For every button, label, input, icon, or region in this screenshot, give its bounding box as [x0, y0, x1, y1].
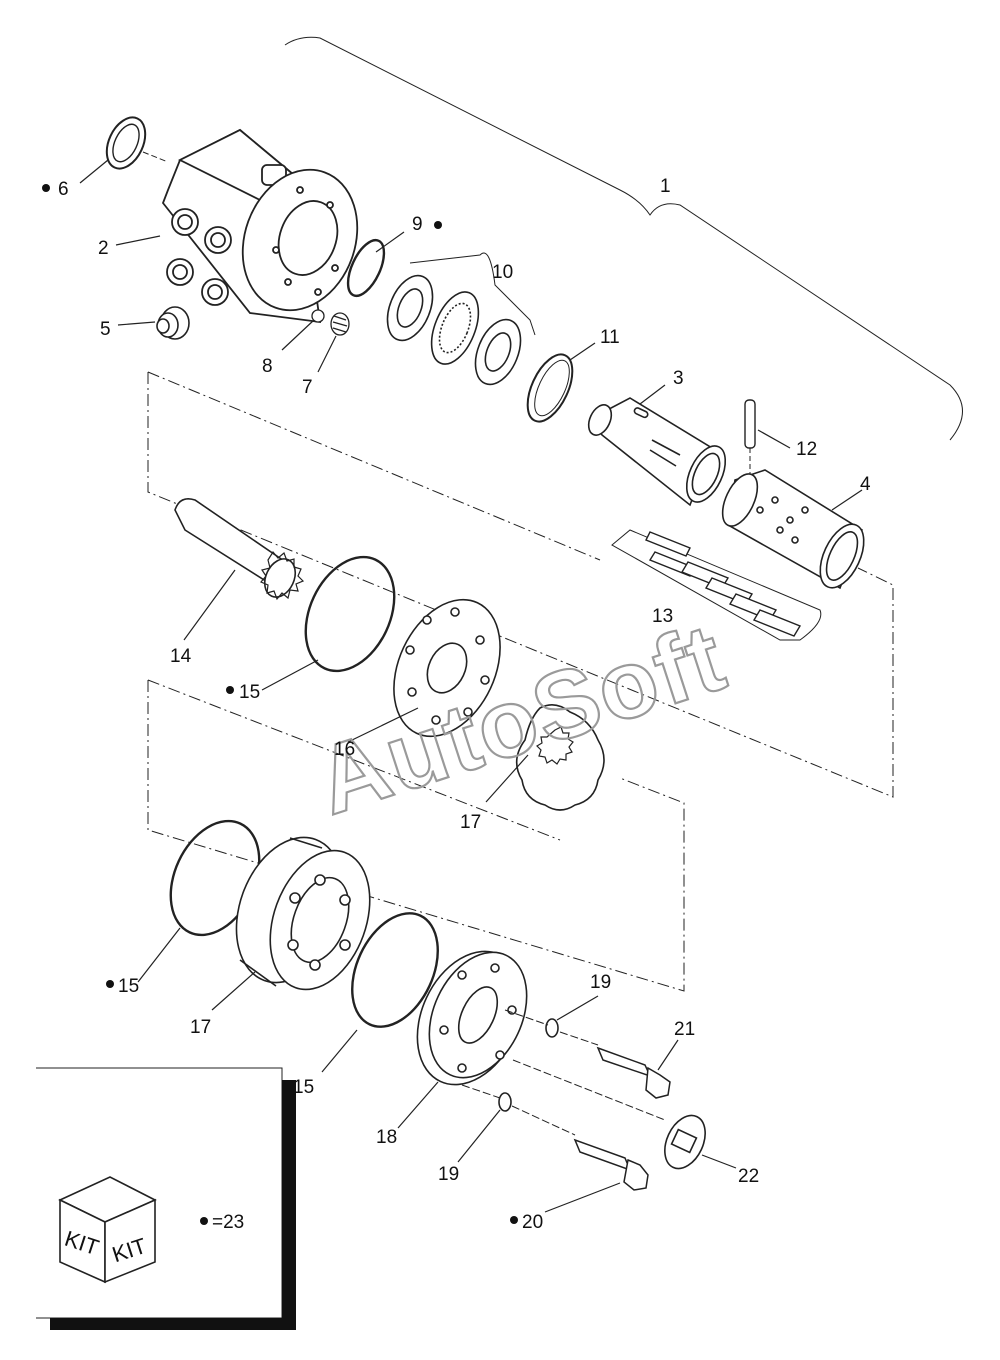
part-11-ring [526, 353, 574, 423]
part-5-fitting [156, 306, 190, 340]
callout-11: 11 [600, 327, 620, 348]
callout-16: 16 [334, 739, 355, 760]
part-22-name-plate [512, 1059, 706, 1170]
callout-13: 13 [652, 606, 673, 627]
part-18-end-cap [416, 950, 528, 1086]
callout-15-upper: 15 [239, 682, 260, 703]
kit-cube-icon [58, 1176, 157, 1284]
callout-19-upper: 19 [590, 972, 611, 993]
bullet-dot-icon [434, 221, 442, 229]
part-7-plug [330, 312, 350, 336]
part-8-ball [311, 309, 325, 323]
part-15-o-ring-upper [304, 555, 396, 673]
part-21-bolt [559, 1031, 671, 1099]
callout-17-lower: 17 [190, 1017, 211, 1038]
bullet-dot-icon [200, 1217, 208, 1225]
callout-10: 10 [492, 262, 513, 283]
part-20-bolt [511, 1105, 649, 1191]
callout-15-middle: 15 [118, 976, 139, 997]
part-9-o-ring [346, 238, 386, 298]
bullet-dot-icon [42, 184, 50, 192]
callout-labels: 6 1 2 9 10 5 11 8 7 3 12 4 13 14 15 16 1… [42, 176, 871, 1233]
part-4-sleeve [721, 469, 865, 590]
part-19-washer-upper [504, 1009, 559, 1038]
callout-22: 22 [738, 1166, 759, 1187]
callout-3: 3 [673, 368, 684, 389]
bullet-dot-icon [226, 686, 234, 694]
callout-12: 12 [796, 439, 817, 460]
bullet-dot-icon [106, 980, 114, 988]
part-13-centering-springs [611, 529, 822, 641]
callout-18: 18 [376, 1127, 397, 1148]
part-17-stator [235, 836, 371, 991]
assembly-guide-lines [147, 371, 894, 992]
assembly-brace [284, 36, 963, 441]
kit-legend-text: =23 [212, 1212, 244, 1233]
part-14-drive-shaft [174, 497, 305, 601]
part-17-rotor [515, 704, 605, 811]
callout-15-lower: 15 [293, 1077, 314, 1098]
part-12-pin [744, 399, 756, 475]
callout-5: 5 [100, 319, 111, 340]
watermark-text: AutoSoft [304, 603, 738, 835]
callout-7: 7 [302, 377, 313, 398]
part-19-washer-lower [461, 1084, 512, 1112]
callout-21: 21 [674, 1019, 695, 1040]
callout-1: 1 [660, 176, 671, 197]
callout-8: 8 [262, 356, 273, 377]
callout-6: 6 [58, 179, 69, 200]
callout-20: 20 [522, 1212, 543, 1233]
part-6-seal-ring [105, 116, 169, 170]
callout-leader-lines [79, 159, 863, 1213]
bullet-dot-icon [510, 1216, 518, 1224]
part-2-housing [161, 128, 359, 324]
callout-19-lower: 19 [438, 1164, 459, 1185]
callout-17-upper: 17 [460, 812, 481, 833]
part-16-spacer-plate [393, 598, 501, 738]
callout-2: 2 [98, 238, 109, 259]
kit-legend: KIT KIT =23 [36, 1067, 296, 1330]
callout-14: 14 [170, 646, 192, 667]
part-15-o-ring-lower [351, 912, 439, 1028]
part-3-spool [587, 397, 727, 507]
callout-4: 4 [860, 474, 871, 495]
part-10-bearing-set [386, 252, 536, 386]
callout-9: 9 [412, 214, 423, 235]
